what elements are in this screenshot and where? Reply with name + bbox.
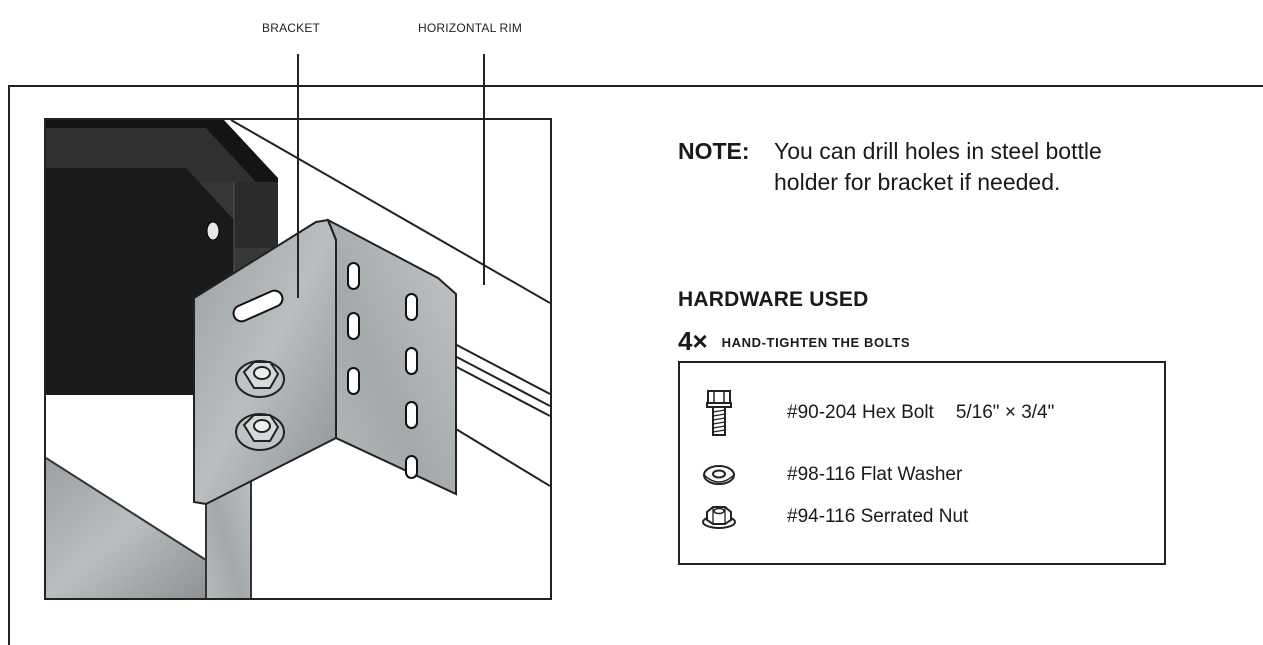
bracket-callout-label: BRACKET (262, 21, 321, 35)
hex-bolt-size: 5/16" × 3/4" (955, 402, 1055, 423)
flat-washer-icon (700, 463, 738, 487)
instruction-panel-frame (8, 85, 1263, 645)
serrated-nut-icon (700, 504, 738, 530)
hardware-quantity-row: 4× HAND-TIGHTEN THE BOLTS (678, 326, 910, 357)
horizontal-rim-callout-label: HORIZONTAL RIM (418, 21, 523, 35)
hardware-instruction: HAND-TIGHTEN THE BOLTS (721, 335, 911, 350)
note-text-1: You can drill holes in steel bottle (774, 138, 1102, 164)
serrated-nut-part: #94-116 Serrated Nut (787, 506, 969, 527)
hex-bolt-lower (235, 413, 285, 451)
hex-bolt-icon (700, 387, 738, 439)
bottle-holder-hole (206, 221, 220, 241)
horizontal-rim-callout-line (483, 54, 485, 285)
flat-washer-part: #98-116 Flat Washer (787, 464, 963, 485)
note-heading: NOTE: (678, 138, 750, 164)
bracket-callout-line (297, 54, 299, 298)
hex-bolt-part: #90-204 Hex Bolt (787, 402, 934, 423)
note-line-1: NOTE: You can drill holes in steel bottle (678, 136, 1102, 167)
hardware-box: #90-204 Hex Bolt 5/16" × 3/4" #98-116 Fla… (678, 361, 1166, 565)
note-block: NOTE: You can drill holes in steel bottle… (678, 136, 1102, 198)
hex-bolt-upper (235, 360, 285, 398)
hardware-quantity: 4× (678, 326, 708, 356)
note-line-2: holder for bracket if needed. (774, 169, 1061, 195)
hardware-title: HARDWARE USED (678, 288, 869, 311)
